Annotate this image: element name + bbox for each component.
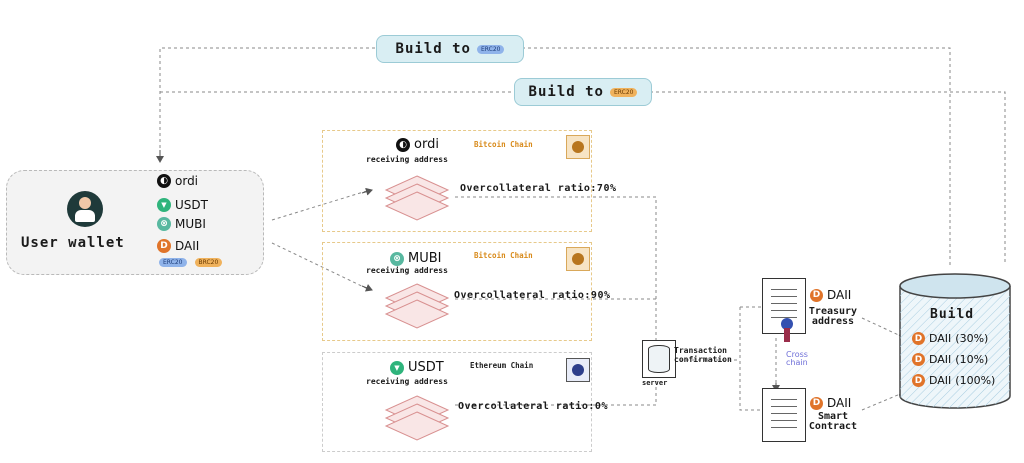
- panel-token-usdt: ▼ USDT: [390, 360, 444, 375]
- cross-chain-label: Cross chain: [786, 351, 808, 367]
- panel-token-ordi: ◐ ordi: [396, 137, 439, 152]
- daii-coin-icon: D: [912, 374, 925, 387]
- panel-ordi: [322, 130, 592, 232]
- panel-token-name: MUBI: [408, 251, 442, 266]
- wallet-token-mubi: ⊗ MUBI: [157, 217, 206, 231]
- key-icon: [781, 318, 793, 330]
- build-item: D DAII (10%): [912, 353, 988, 366]
- chain-label-bitcoin: Bitcoin Chain: [474, 251, 533, 260]
- erc20-tag: ERC20: [159, 258, 187, 267]
- label-line: Cross: [786, 350, 808, 359]
- build-to-label: Build to: [395, 41, 471, 57]
- server-icon: [642, 340, 676, 378]
- daii-coin-icon: D: [912, 332, 925, 345]
- daii-coin-icon: D: [157, 239, 171, 253]
- usdt-coin-icon: ▼: [390, 360, 404, 375]
- usdt-coin-icon: ▼: [157, 198, 171, 212]
- build-item-pct: (100%): [955, 374, 996, 387]
- erc20-tag: ERC20: [476, 44, 505, 54]
- wallet-tags: ERC20 BRC20: [159, 258, 223, 267]
- treasury-address-label: Treasury address: [802, 307, 864, 327]
- layer-stack-icon: [384, 395, 450, 441]
- token-name: ordi: [175, 174, 199, 188]
- wallet-token-daii: D DAII: [157, 239, 199, 253]
- label-line: chain: [786, 358, 808, 367]
- wallet-token-usdt: ▼ USDT: [157, 198, 208, 212]
- token-name: MUBI: [175, 217, 206, 231]
- overcollateral-ratio: Overcollateral ratio:90%: [454, 290, 611, 301]
- receiving-address-label: receiving address: [366, 377, 448, 386]
- build-item: D DAII (30%): [912, 332, 988, 345]
- daii-coin-icon: D: [912, 353, 925, 366]
- label-line: Smart: [817, 411, 849, 422]
- build-item-pct: (30%): [955, 332, 989, 345]
- ethereum-chain-icon: [566, 358, 590, 382]
- mubi-coin-icon: ⊗: [390, 251, 404, 266]
- build-to-pill-top: Build to ERC20: [376, 35, 524, 63]
- wallet-title: User wallet: [21, 235, 125, 251]
- build-item-token: DAII: [929, 353, 952, 366]
- note-line: confirmation: [674, 355, 732, 364]
- overcollateral-ratio: Overcollateral ratio:0%: [458, 401, 608, 412]
- smart-contract-label: Smart Contract: [800, 412, 866, 432]
- ordi-coin-icon: ◐: [396, 137, 410, 152]
- server-label: server: [642, 379, 668, 387]
- receiving-address-label: receiving address: [366, 155, 448, 164]
- key-stem: [784, 328, 790, 342]
- daii-coin-icon: D: [810, 288, 823, 302]
- contract-token: D DAII: [810, 396, 851, 410]
- panel-mubi: [322, 242, 592, 341]
- build-item-pct: (10%): [955, 353, 989, 366]
- token-name: DAII: [827, 396, 852, 410]
- treasury-token: D DAII: [810, 288, 851, 302]
- layer-stack-icon: [384, 175, 450, 221]
- daii-coin-icon: D: [810, 396, 823, 410]
- build-database-icon: [899, 273, 1011, 409]
- overcollateral-ratio: Overcollateral ratio:70%: [460, 183, 617, 194]
- layer-stack-icon: [384, 283, 450, 329]
- panel-usdt: [322, 352, 592, 452]
- build-title: Build: [930, 307, 975, 322]
- user-wallet-box: User wallet ◐ ordi ▼ USDT ⊗ MUBI D DAII …: [6, 170, 264, 275]
- build-item-token: DAII: [929, 332, 952, 345]
- token-name: USDT: [175, 198, 208, 212]
- transaction-confirmation-note: Transaction confirmation: [674, 346, 732, 364]
- panel-token-mubi: ⊗ MUBI: [390, 251, 441, 266]
- receiving-address-label: receiving address: [366, 266, 448, 275]
- panel-token-name: USDT: [408, 360, 444, 375]
- build-item: D DAII (100%): [912, 374, 995, 387]
- chain-label-ethereum: Ethereum Chain: [470, 361, 534, 370]
- user-avatar-icon: [67, 191, 103, 227]
- label-line: address: [811, 316, 855, 327]
- chain-label-bitcoin: Bitcoin Chain: [474, 140, 533, 149]
- token-name: DAII: [827, 288, 852, 302]
- build-to-label: Build to: [528, 84, 604, 100]
- bitcoin-chain-icon: [566, 247, 590, 271]
- label-line: Treasury: [808, 306, 858, 317]
- panel-token-name: ordi: [414, 137, 439, 152]
- mubi-coin-icon: ⊗: [157, 217, 171, 231]
- wallet-token-ordi: ◐ ordi: [157, 174, 198, 188]
- token-name: DAII: [175, 239, 200, 253]
- ordi-coin-icon: ◐: [157, 174, 171, 188]
- smart-contract-document-icon: [762, 388, 806, 442]
- build-to-pill-second: Build to ERC20: [514, 78, 652, 106]
- erc20-tag: ERC20: [609, 87, 638, 97]
- bitcoin-chain-icon: [566, 135, 590, 159]
- note-line: Transaction: [674, 346, 727, 355]
- build-item-token: DAII: [929, 374, 952, 387]
- label-line: Contract: [808, 421, 858, 432]
- brc20-tag: BRC20: [194, 258, 223, 267]
